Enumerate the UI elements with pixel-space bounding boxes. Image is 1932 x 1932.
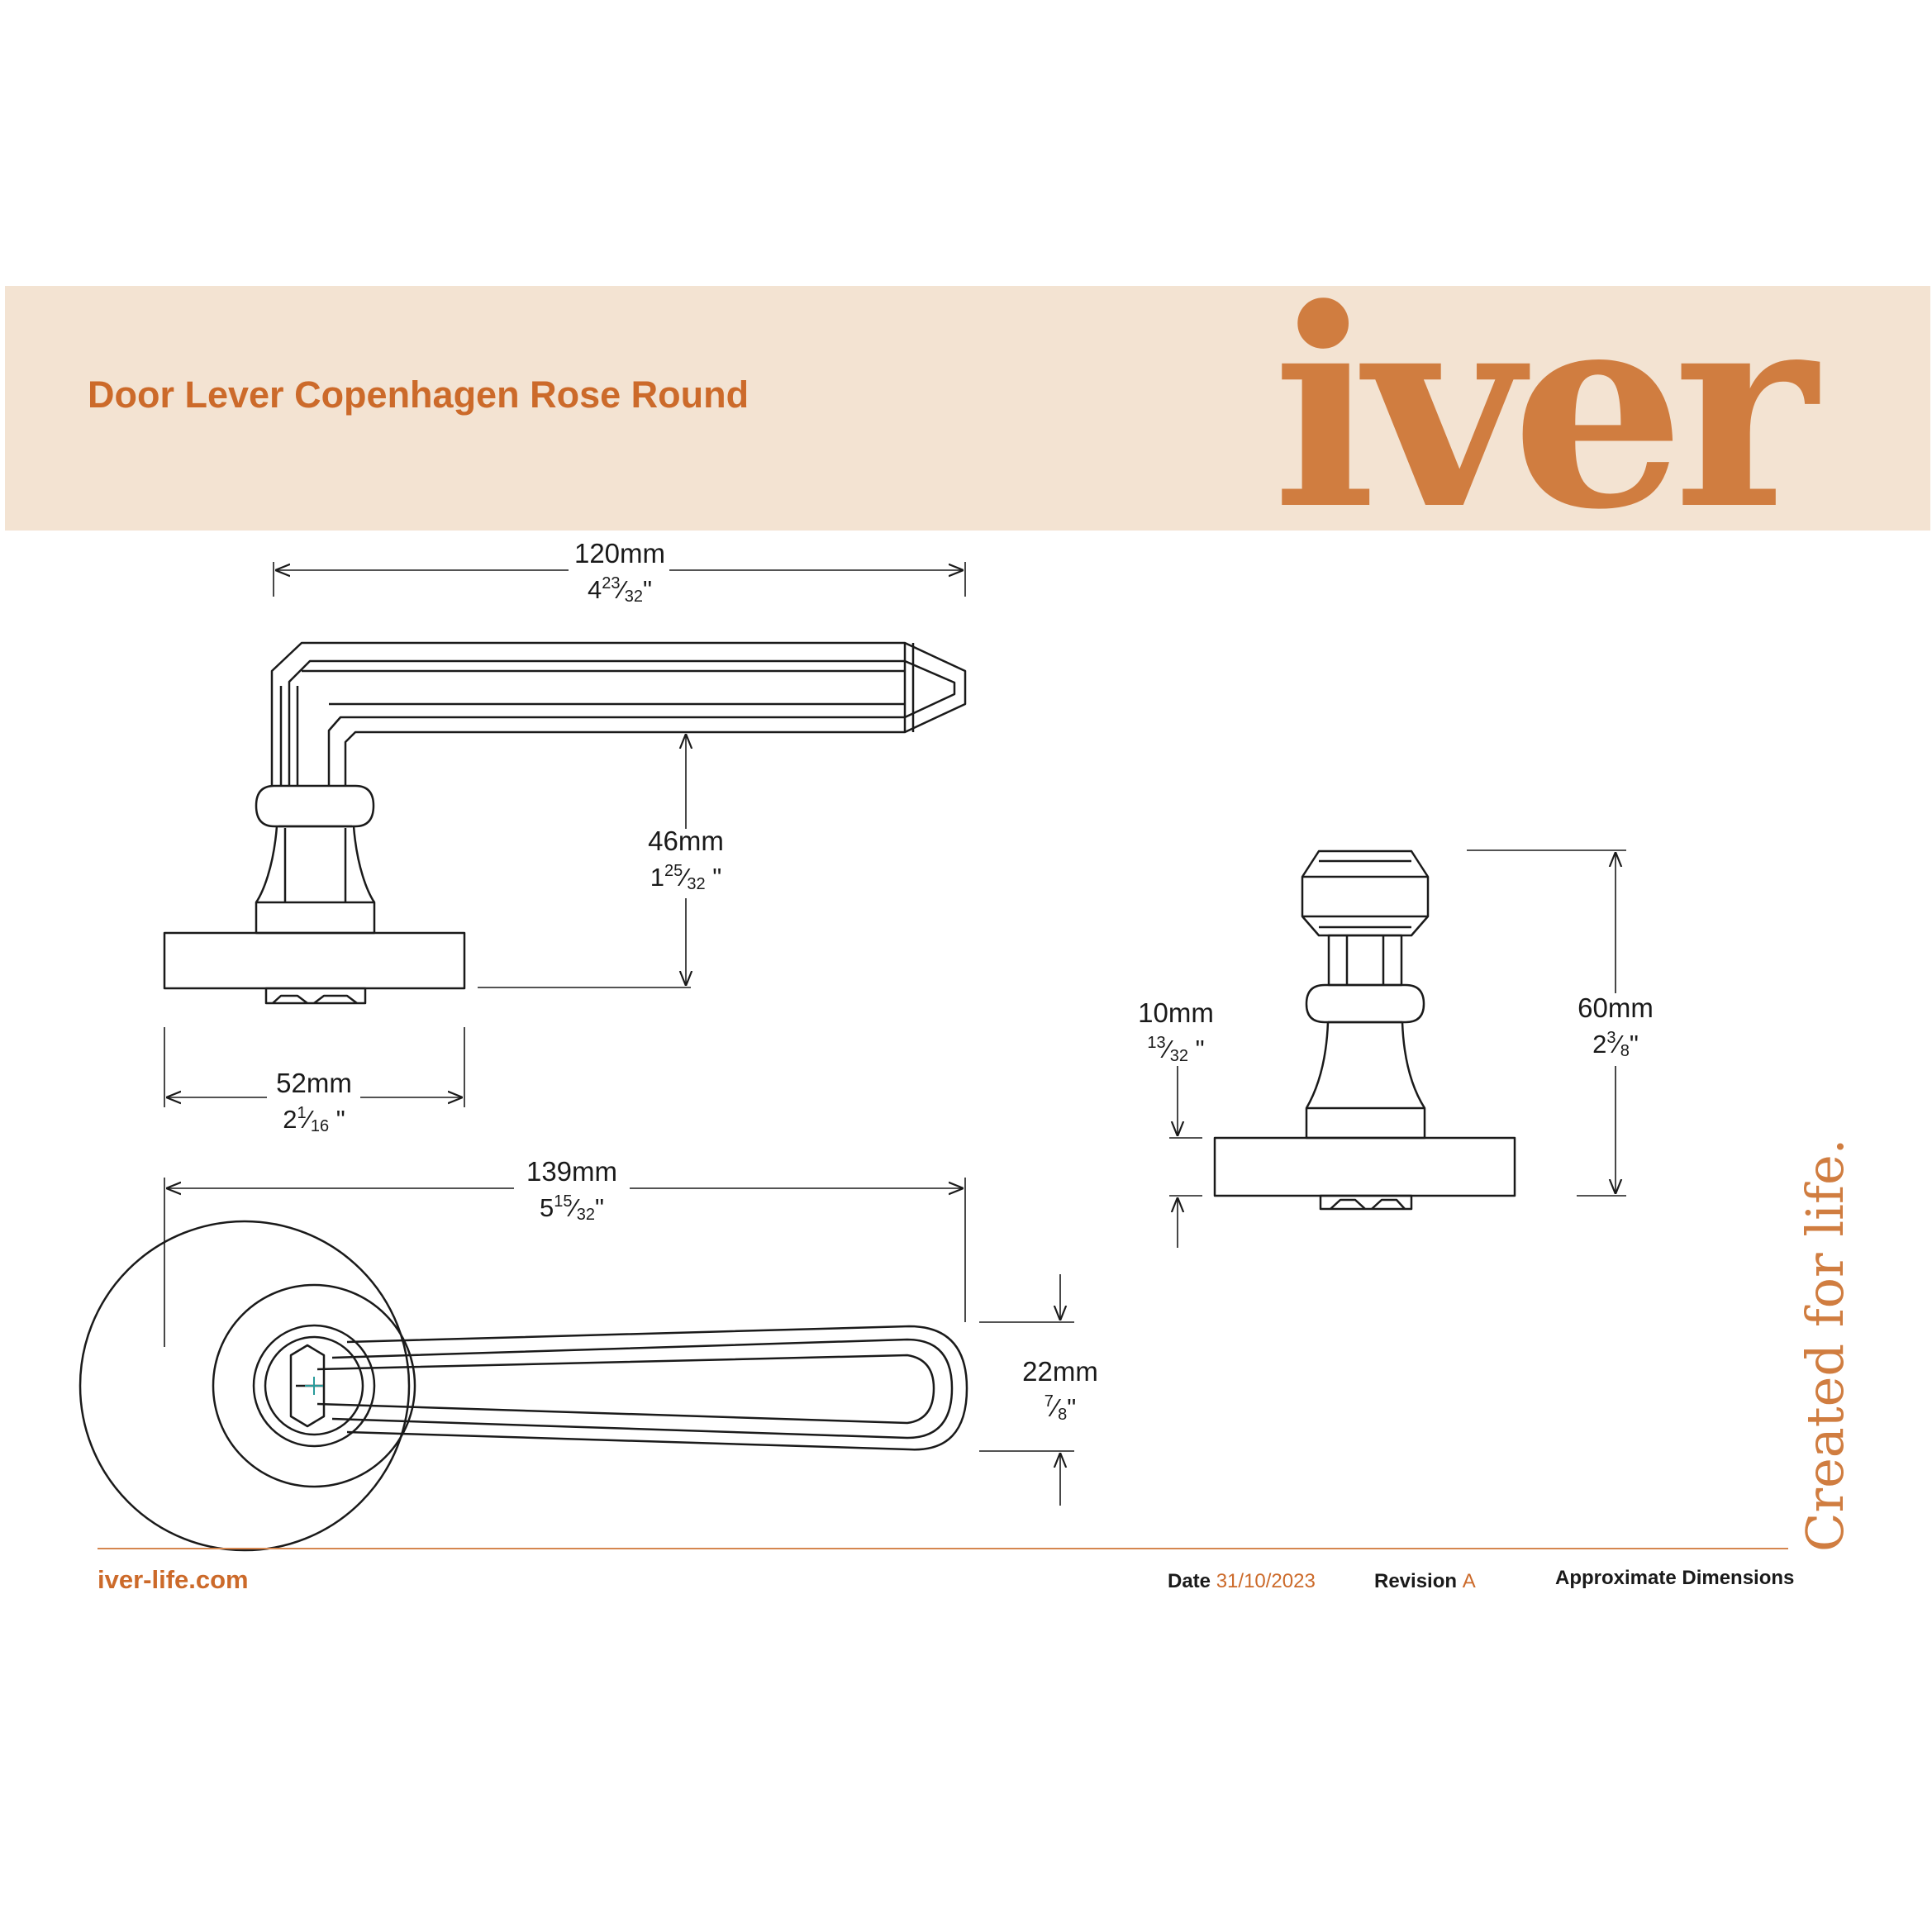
side-neck-base <box>255 901 376 935</box>
dim-inch-den: 8 <box>1058 1406 1068 1424</box>
dim-inch-den: 32 <box>1169 1047 1189 1065</box>
dim-inch-den: 8 <box>1620 1042 1630 1060</box>
revision-value: A <box>1462 1570 1476 1592</box>
dim-inch-whole: 2 <box>283 1105 297 1134</box>
front-dimension-lines <box>1169 849 1626 1248</box>
dim-inch-num: 7 <box>1044 1392 1054 1411</box>
dim-inch: 13⁄32 " <box>1147 1034 1205 1065</box>
dim-inch: 7⁄8" <box>1044 1392 1077 1424</box>
front-view <box>1213 849 1516 1211</box>
side-dimension-lines <box>164 562 966 1107</box>
side-rose <box>163 931 466 990</box>
dim-inch-mark: " <box>594 1193 604 1222</box>
front-rose <box>1213 1136 1516 1197</box>
dim-inch-num: 1 <box>297 1104 307 1122</box>
side-neck <box>255 826 376 903</box>
front-collar <box>1305 983 1425 1024</box>
front-shank <box>1327 934 1403 987</box>
footer-rule <box>98 1548 1788 1549</box>
dimensions-note: Approximate Dimensions <box>1555 1567 1795 1589</box>
dim-inch: 125⁄32 " <box>650 862 722 893</box>
dim-inch: 423⁄32" <box>588 574 652 606</box>
page-title: Door Lever Copenhagen Rose Round <box>88 374 749 416</box>
dim-inch-den: 32 <box>687 875 706 893</box>
dim-inch: 515⁄32" <box>540 1192 604 1224</box>
dim-inch-mark: " <box>705 863 722 892</box>
dim-inch-mark: " <box>329 1105 345 1134</box>
dim-label-rose-thickness: 10mm 13⁄32 " <box>1093 998 1259 1071</box>
dim-inch-num: 25 <box>664 862 683 880</box>
front-grip-head <box>1301 849 1430 937</box>
dim-mm: 120mm <box>573 538 666 569</box>
side-view <box>163 641 967 1005</box>
dim-inch-whole: 2 <box>1592 1030 1607 1059</box>
dim-inch-whole: 1 <box>650 863 664 892</box>
dim-mm: 22mm <box>1022 1356 1098 1387</box>
dim-inch-den: 32 <box>624 588 643 606</box>
date-label: Date <box>1168 1570 1211 1592</box>
brand-logo-text: iver <box>1273 273 1817 531</box>
dim-mm: 10mm <box>1138 997 1214 1028</box>
dim-inch-num: 15 <box>554 1192 573 1211</box>
date-value: 31/10/2023 <box>1216 1570 1316 1592</box>
date-field: Date 31/10/2023 <box>1168 1570 1316 1593</box>
top-view <box>79 1220 968 1552</box>
top-dimension-lines <box>164 1178 1074 1506</box>
dim-mm: 139mm <box>526 1156 618 1187</box>
dim-inch-mark: " <box>1067 1393 1077 1422</box>
dim-inch-num: 23 <box>602 574 621 592</box>
dim-inch-whole: 5 <box>540 1193 554 1222</box>
website-link[interactable]: iver-life.com <box>98 1565 249 1594</box>
dim-mm: 46mm <box>648 826 724 856</box>
side-collar <box>255 784 375 828</box>
dim-inch-mark: " <box>1188 1035 1205 1064</box>
front-neck <box>1305 1021 1426 1109</box>
header-banner <box>5 286 1930 531</box>
tagline: Created for life. <box>1795 1138 1855 1552</box>
dim-mm: 60mm <box>1577 992 1654 1023</box>
top-lever <box>346 1325 968 1451</box>
dim-inch-mark: " <box>1629 1030 1639 1059</box>
dim-inch-den: 16 <box>310 1117 330 1135</box>
brand-logo: iver <box>1273 273 1901 531</box>
side-lever-outline <box>270 641 967 786</box>
top-rose-inner <box>212 1283 416 1488</box>
dim-inch-whole: 4 <box>588 575 602 604</box>
dim-inch-num: 3 <box>1606 1029 1616 1047</box>
dim-label-projection: 46mm 125⁄32 " <box>603 826 769 899</box>
dim-inch: 23⁄8" <box>1592 1029 1639 1060</box>
dim-label-overall-height: 60mm 23⁄8" <box>1533 993 1698 1066</box>
front-spindle-fixing <box>1319 1194 1413 1211</box>
front-neck-base <box>1305 1106 1426 1140</box>
dim-label-length: 120mm 423⁄32" <box>537 539 702 611</box>
dim-inch-num: 13 <box>1147 1034 1166 1052</box>
dim-label-overall-length: 139mm 515⁄32" <box>481 1157 663 1230</box>
dim-mm: 52mm <box>276 1068 352 1098</box>
dim-inch: 21⁄16 " <box>283 1104 345 1135</box>
revision-field: Revision A <box>1374 1570 1476 1593</box>
dim-inch-den: 32 <box>576 1206 595 1224</box>
dim-label-rose-diameter: 52mm 21⁄16 " <box>231 1068 397 1141</box>
top-rose-outer <box>79 1220 411 1552</box>
revision-label: Revision <box>1374 1570 1458 1592</box>
dim-inch-mark: " <box>642 575 652 604</box>
dim-label-grip-width: 22mm 7⁄8" <box>978 1357 1143 1430</box>
